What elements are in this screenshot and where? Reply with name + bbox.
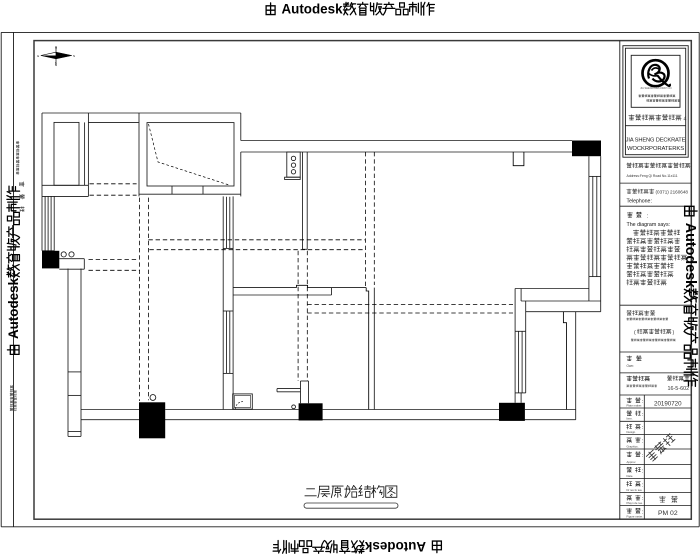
svg-text:Telephone:: Telephone: — [627, 198, 652, 204]
svg-text:(0371) 2160648: (0371) 2160648 — [656, 190, 689, 195]
svg-text:4: 4 — [684, 116, 687, 122]
svg-text:Item.: Item. — [627, 417, 633, 421]
svg-text:Date.: Date. — [627, 474, 634, 478]
svg-text::: : — [649, 377, 650, 383]
svg-text::: : — [642, 425, 644, 431]
svg-text::: : — [641, 357, 643, 363]
svg-text:16-5-602: 16-5-602 — [668, 386, 690, 392]
svg-text:The diagram says:: The diagram says: — [627, 222, 671, 228]
svg-text:Figure meter.: Figure meter. — [627, 515, 644, 519]
svg-text::: : — [642, 453, 644, 459]
svg-text:E: E — [37, 54, 39, 58]
svg-text:N: N — [73, 54, 75, 58]
svg-text::: : — [642, 496, 644, 502]
svg-text:(: ( — [634, 330, 636, 336]
svg-text:Approv.: Approv. — [627, 460, 637, 464]
svg-text:WOCKRPORATERKS: WOCKRPORATERKS — [627, 146, 684, 152]
svg-text:PM 02: PM 02 — [658, 510, 678, 517]
svg-text:Own:: Own: — [627, 364, 635, 368]
svg-text:Dr ies fo tea.: Dr ies fo tea. — [627, 488, 643, 492]
svg-text:Playn de ree.: Playn de ree. — [627, 501, 644, 505]
svg-text:Design.: Design. — [627, 430, 637, 434]
svg-text:N: N — [55, 45, 57, 49]
svg-text:Graphics.: Graphics. — [627, 444, 639, 448]
svg-text::: : — [642, 412, 644, 418]
svg-text::: : — [642, 468, 644, 474]
svg-text:Address:Feng Qi Road No.11x111: Address:Feng Qi Road No.11x111 — [627, 174, 678, 178]
svg-text::: : — [642, 482, 644, 488]
svg-text::: : — [642, 438, 644, 444]
svg-text::: : — [642, 399, 644, 405]
svg-text::: : — [647, 214, 649, 220]
svg-text:JIA SHENG DECKRATE: JIA SHENG DECKRATE — [626, 138, 686, 144]
svg-text:Plate maker.: Plate maker. — [627, 403, 643, 407]
svg-text:20190720: 20190720 — [654, 401, 682, 408]
svg-text:): ) — [673, 330, 675, 336]
svg-text::: : — [642, 509, 644, 515]
svg-text:JIA SHENG DECORAT ON: JIA SHENG DECORAT ON — [640, 86, 671, 90]
